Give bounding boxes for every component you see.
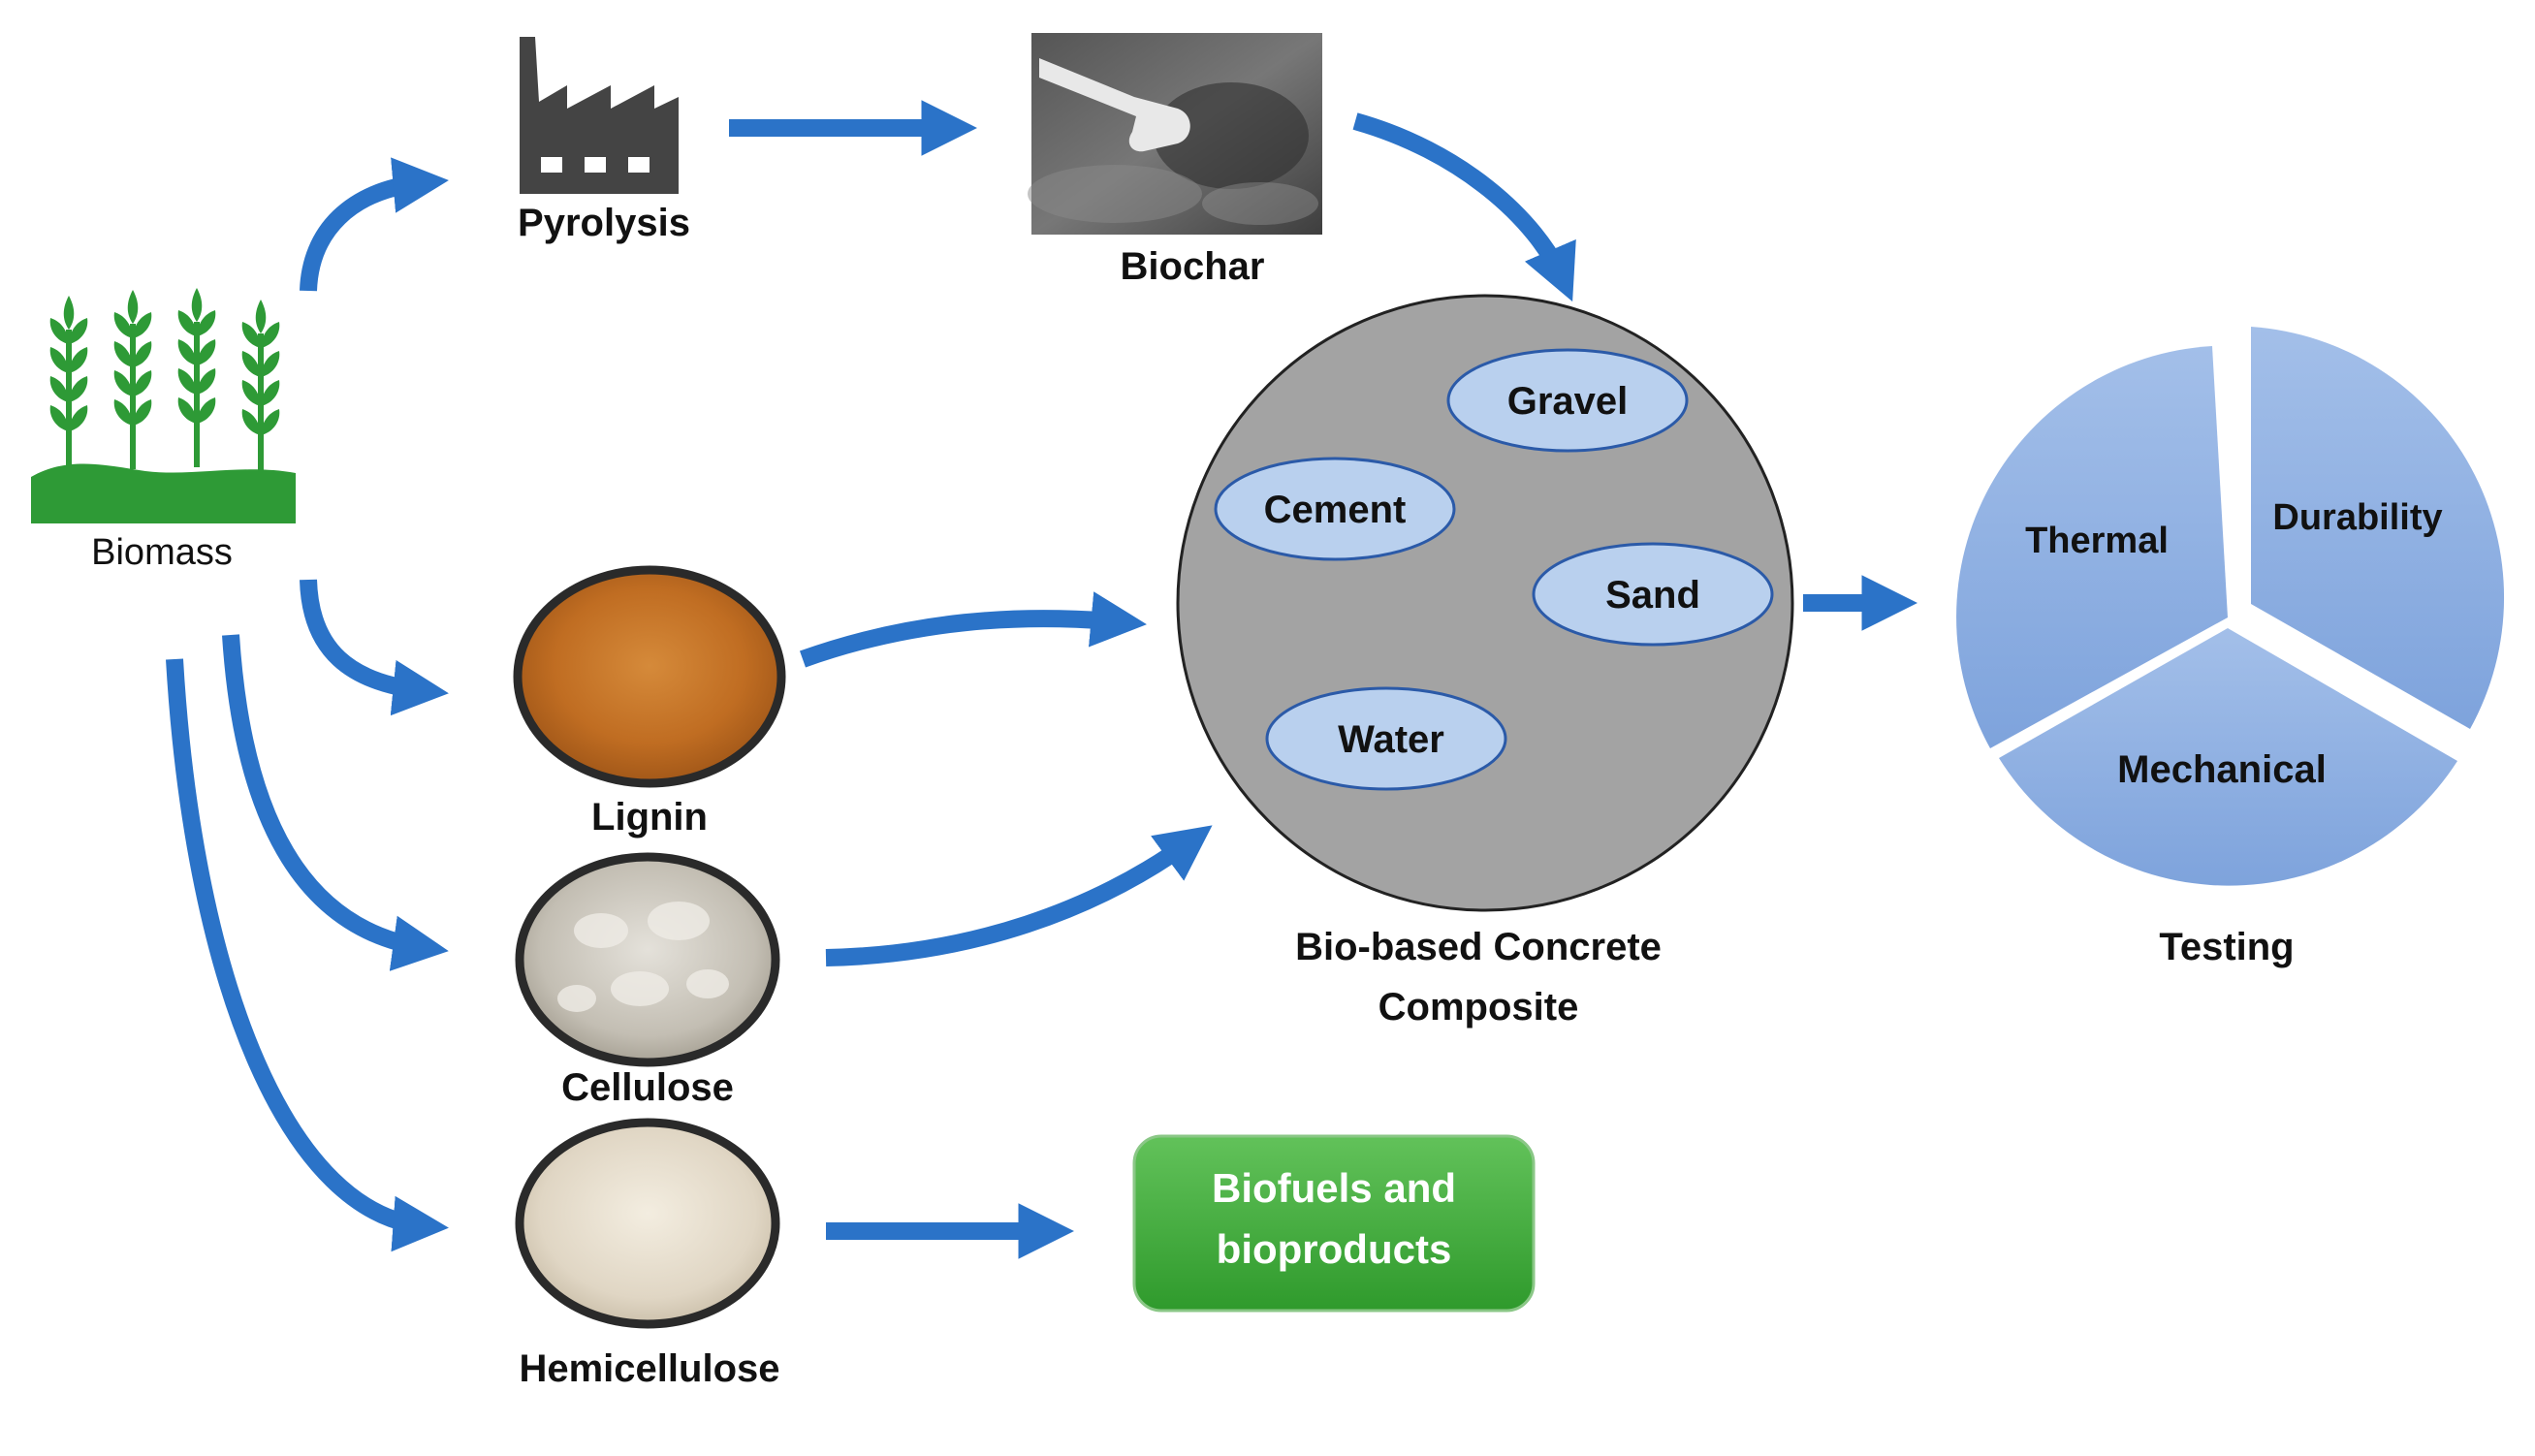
composite-node: Gravel Cement Sand Water Bio-based Concr…	[1176, 294, 1794, 1029]
cellulose-sample-image	[515, 852, 780, 1067]
ingredient-water: Water	[1265, 686, 1507, 791]
biomass-node: Biomass	[31, 288, 296, 573]
svg-text:Sand: Sand	[1605, 574, 1700, 617]
arrow-biomass-to-cellulose	[222, 634, 449, 971]
svg-text:Water: Water	[1338, 718, 1444, 761]
flow-arrows	[166, 100, 1918, 1259]
ingredient-gravel: Gravel	[1446, 348, 1689, 453]
testing-label-durability: Durability	[2272, 497, 2442, 538]
pyrolysis-label: Pyrolysis	[518, 202, 690, 244]
svg-text:Gravel: Gravel	[1507, 380, 1629, 423]
svg-text:Cement: Cement	[1264, 489, 1407, 531]
wheat-plants-icon	[31, 288, 296, 523]
arrow-biochar-to-composite	[1352, 112, 1576, 302]
biochar-node: Biochar	[1028, 33, 1322, 288]
biofuels-box: Biofuels and bioproducts	[1132, 1134, 1536, 1313]
ingredient-cement: Cement	[1214, 457, 1456, 561]
biochar-label: Biochar	[1121, 245, 1265, 288]
composite-title-line1: Bio-based Concrete	[1295, 926, 1662, 968]
biofuels-label-line2: bioproducts	[1217, 1226, 1452, 1272]
composite-title-line2: Composite	[1378, 986, 1579, 1029]
hemicellulose-sample-image	[515, 1118, 780, 1329]
testing-label-thermal: Thermal	[2025, 521, 2169, 561]
testing-label-mechanical: Mechanical	[2117, 748, 2327, 791]
pyrolysis-node: Pyrolysis	[518, 37, 690, 244]
testing-segment-durability	[2251, 327, 2505, 729]
hemicellulose-label: Hemicellulose	[519, 1347, 779, 1390]
testing-node: Thermal Durability Mechanical Testing	[1956, 327, 2505, 968]
ingredient-sand: Sand	[1532, 542, 1774, 647]
lignin-node: Lignin	[513, 565, 786, 839]
cellulose-node: Cellulose	[515, 852, 780, 1109]
arrow-biomass-to-lignin	[300, 579, 449, 716]
arrow-biomass-to-pyrolysis	[300, 157, 449, 292]
biomass-label: Biomass	[91, 532, 233, 573]
hemicellulose-node: Hemicellulose	[515, 1118, 780, 1390]
testing-segment-thermal	[1956, 346, 2228, 748]
lignin-label: Lignin	[591, 796, 708, 839]
arrow-cellulose-to-composite	[825, 825, 1213, 966]
cellulose-label: Cellulose	[561, 1066, 734, 1109]
biochar-photo	[1028, 33, 1322, 235]
arrow-biomass-to-hemicellulose	[166, 658, 449, 1252]
biofuels-label-line1: Biofuels and	[1212, 1165, 1456, 1211]
testing-segment-mechanical	[1999, 628, 2457, 886]
factory-icon	[520, 37, 679, 194]
arrow-lignin-to-composite	[799, 591, 1147, 668]
lignin-sample-image	[513, 565, 786, 788]
testing-title: Testing	[2159, 926, 2294, 968]
